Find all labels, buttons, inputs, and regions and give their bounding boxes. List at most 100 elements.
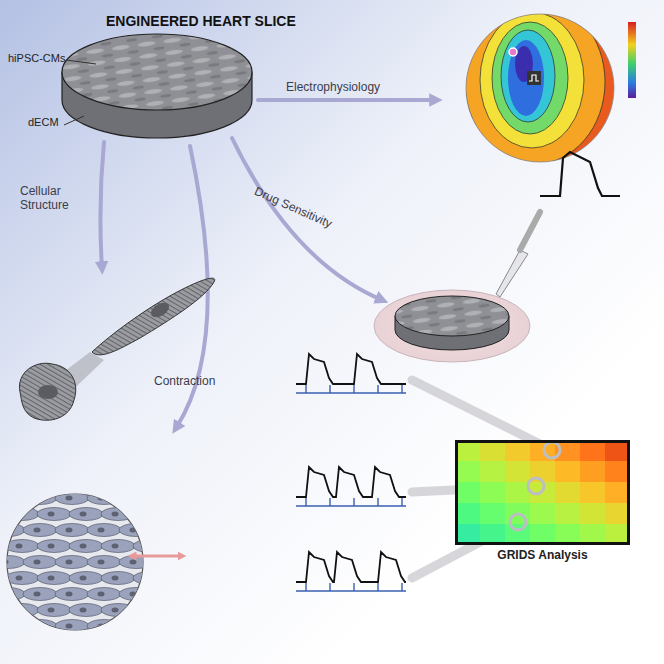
cell (133, 604, 167, 617)
cell (5, 508, 39, 521)
stimulus-electrode (527, 71, 541, 85)
pacing-tick (401, 385, 402, 393)
process-label: Contraction (154, 374, 215, 388)
pacing-tick (305, 583, 306, 591)
nucleus (16, 512, 23, 517)
action-potential-trace (540, 152, 620, 196)
leader-line (66, 60, 96, 64)
ap-traces (296, 354, 406, 591)
process-label: Drug Sensitivity (252, 184, 334, 231)
pipette (496, 250, 528, 297)
cell (55, 492, 89, 505)
nucleus (80, 512, 87, 517)
slice-node: hiPSC-CMsdECM (62, 34, 252, 138)
heat-cell (555, 482, 580, 503)
nucleus (66, 496, 73, 501)
cell (37, 540, 71, 553)
selected-region (510, 514, 526, 530)
nucleus (98, 624, 105, 629)
heat-cell (555, 461, 580, 482)
pacing-tick (305, 385, 306, 393)
pacing-tick (377, 583, 378, 591)
cell (87, 492, 121, 505)
heat-cell (555, 524, 580, 545)
nucleus (80, 544, 87, 549)
cell (69, 572, 103, 585)
heat-cell (455, 461, 480, 482)
heatmap (455, 440, 630, 545)
nucleus (112, 544, 119, 549)
cell (37, 508, 71, 521)
nucleus (48, 544, 55, 549)
heat-cell (480, 482, 505, 503)
nucleus (34, 624, 41, 629)
cell (23, 588, 57, 601)
nucleus (16, 544, 23, 549)
heat-cell (580, 440, 605, 461)
nucleus (2, 624, 9, 629)
cell-sheet (0, 492, 167, 633)
heat-cell (480, 461, 505, 482)
elongated-cardiomyocyte (92, 278, 215, 355)
cell (55, 620, 89, 633)
cell (133, 572, 167, 585)
panel-caption: GRIDS Analysis (455, 548, 630, 562)
cell (5, 540, 39, 553)
selected-region (544, 442, 560, 458)
pacing-line (296, 590, 406, 591)
nucleus (66, 624, 73, 629)
heat-cell (480, 440, 505, 461)
cell (0, 588, 25, 601)
heat-cell (580, 524, 605, 545)
pacing-tick (401, 498, 402, 506)
nucleus (112, 512, 119, 517)
cell (87, 524, 121, 537)
heat-cell (480, 524, 505, 545)
heat-cell (455, 482, 480, 503)
nucleus (98, 496, 105, 501)
nucleus (98, 592, 105, 597)
cell (87, 620, 121, 633)
pacing-line (296, 392, 406, 393)
cell (119, 524, 153, 537)
heat-cell (580, 503, 605, 524)
nucleus (130, 592, 137, 597)
cell (23, 620, 57, 633)
heat-cell (605, 440, 630, 461)
cell (69, 540, 103, 553)
process-label: Cellular Structure (20, 184, 90, 213)
action-potential-trace (296, 467, 406, 497)
nucleus (48, 608, 55, 613)
nucleus (112, 576, 119, 581)
cell (119, 620, 153, 633)
cell (0, 492, 25, 505)
color-scale (628, 22, 636, 98)
heat-cell (480, 503, 505, 524)
nucleus (130, 624, 137, 629)
nucleus (48, 512, 55, 517)
pacing-tick (377, 498, 378, 506)
process-arrows (100, 100, 436, 428)
cell (133, 540, 167, 553)
cell (119, 588, 153, 601)
nucleus (66, 592, 73, 597)
cell (23, 556, 57, 569)
cell (55, 524, 89, 537)
cell (101, 508, 135, 521)
heat-cell (555, 503, 580, 524)
heat-cell (505, 440, 530, 461)
heat-cell (605, 524, 630, 545)
heat-cell (530, 524, 555, 545)
pacing-line (296, 505, 406, 506)
leader-line (64, 116, 84, 125)
nucleus (130, 560, 137, 565)
activation-map (460, 0, 620, 170)
nucleus (112, 608, 119, 613)
nucleus (80, 576, 87, 581)
nucleus (148, 300, 171, 321)
nucleus (2, 528, 9, 533)
cell (87, 588, 121, 601)
heatmap-box: GRIDS Analysis (455, 440, 630, 545)
cell (5, 572, 39, 585)
